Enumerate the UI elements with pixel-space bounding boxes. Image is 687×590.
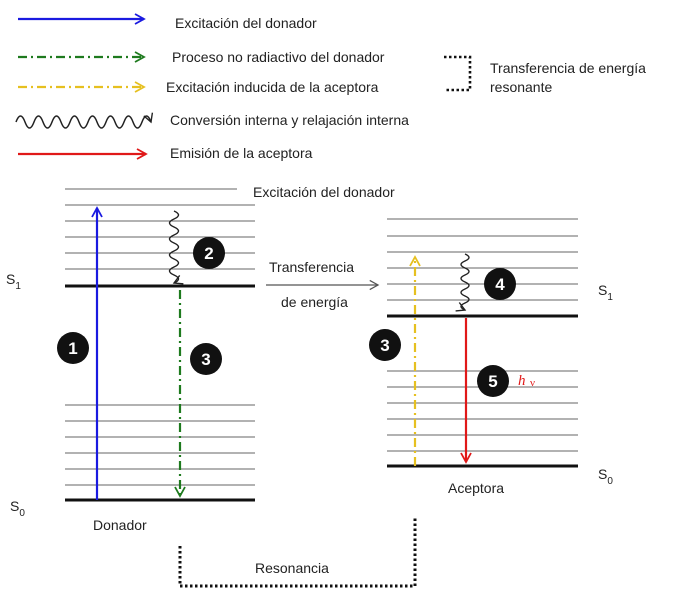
transfer-label-line1: Transferencia (269, 259, 354, 275)
svg-text:3: 3 (201, 350, 210, 369)
svg-text:5: 5 (488, 372, 497, 391)
acceptor-label: Aceptora (448, 480, 504, 496)
legend-acceptor-induced-label: Excitación inducida de la aceptora (166, 79, 379, 95)
step-badge-3-acceptor: 3 (369, 329, 401, 361)
top-excitation-label: Excitación del donador (253, 184, 395, 200)
legend-internal-conversion-label: Conversión interna y relajación interna (170, 112, 409, 128)
svg-text:3: 3 (380, 336, 389, 355)
svg-text:h: h (518, 373, 526, 389)
svg-text:ν: ν (530, 377, 535, 389)
donor-wavy-arrow (168, 210, 184, 285)
resonant-transfer-bracket (444, 55, 472, 92)
resonant-transfer-label-line1: Transferencia de energía (490, 60, 646, 76)
acceptor-s0-label: S0 (598, 466, 613, 487)
step-badge-3-donor: 3 (190, 343, 222, 375)
step-badge-4: 4 (484, 268, 516, 300)
step-badge-5: 5 (477, 365, 509, 397)
donor-label: Donador (93, 517, 147, 533)
resonant-transfer-label-line2: resonante (490, 79, 552, 95)
step-badge-2: 2 (193, 237, 225, 269)
donor-s0-label: S0 (10, 498, 25, 519)
donor-s1-label: S1 (6, 271, 21, 292)
legend-donor-excitation-label: Excitación del donador (175, 15, 317, 31)
donor-levels (65, 188, 255, 502)
resonance-bracket (178, 516, 417, 588)
svg-text:2: 2 (204, 244, 213, 263)
legend-donor-nonradiative-label: Proceso no radiactivo del donador (172, 49, 385, 65)
svg-text:1: 1 (68, 339, 77, 358)
resonance-label: Resonancia (255, 560, 329, 576)
photon-label: h ν (518, 373, 535, 389)
legend-acceptor-emission-label: Emisión de la aceptora (170, 145, 313, 161)
acceptor-wavy-arrow (455, 253, 470, 312)
legend: Excitación del donador Proceso no radiac… (15, 13, 646, 161)
transfer-label-line2: de energía (281, 294, 348, 310)
acceptor-s1-label: S1 (598, 282, 613, 303)
step-badge-1: 1 (57, 332, 89, 364)
legend-wavy-arrow (15, 112, 154, 129)
acceptor-levels (387, 218, 578, 468)
svg-text:4: 4 (495, 275, 505, 294)
